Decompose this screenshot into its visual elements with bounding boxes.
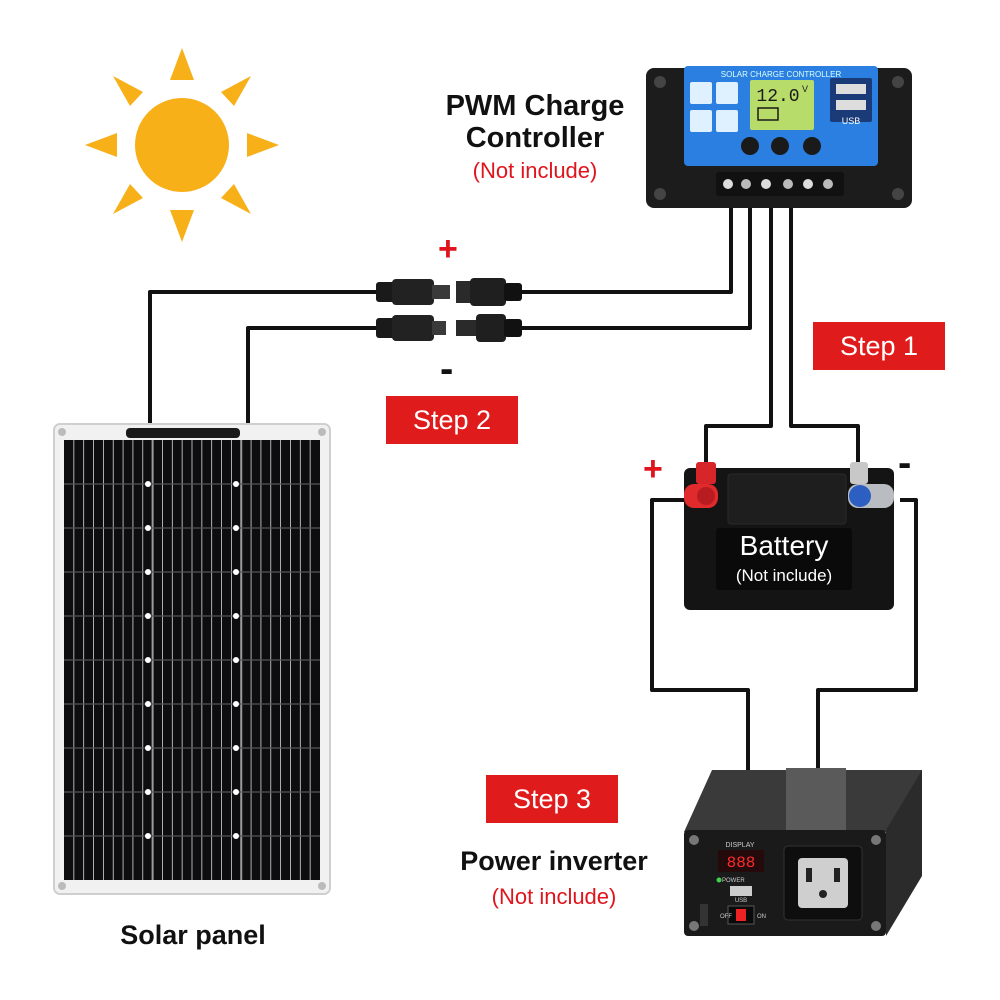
controller-terminals xyxy=(723,179,833,189)
controller-button-right xyxy=(803,137,821,155)
inverter-display-label: DISPLAY xyxy=(725,842,754,849)
battery-inverter-negative-wire xyxy=(816,498,918,770)
usb-port-icon xyxy=(836,100,866,110)
controller-battery-negative-wire xyxy=(789,205,860,468)
controller-button-middle xyxy=(771,137,789,155)
wires xyxy=(148,205,918,770)
terminal-screw xyxy=(723,179,733,189)
inverter-off-label: OFF xyxy=(720,914,732,920)
controller-note: (Not include) xyxy=(472,158,598,183)
timer-icon xyxy=(690,110,712,132)
inverter-usb-port-icon xyxy=(730,886,752,896)
inverter-on-label: ON xyxy=(757,914,766,920)
step1-badge: Step 1 xyxy=(813,322,945,370)
solar-panel-title: Solar panel xyxy=(120,920,266,950)
terminal-screw xyxy=(761,179,771,189)
usb-port-icon xyxy=(836,84,866,94)
solar-panel-image xyxy=(53,423,331,895)
controller-lcd-unit: V xyxy=(802,84,808,94)
mc4-connector-positive xyxy=(376,278,522,306)
controller-battery-positive-wire xyxy=(704,205,773,468)
terminal-screw xyxy=(741,179,751,189)
battery-negative-terminal xyxy=(848,462,894,508)
controller-header-text: SOLAR CHARGE CONTROLLER xyxy=(721,70,842,79)
pv-positive-sign: + xyxy=(438,230,458,268)
inverter-note: (Not include) xyxy=(491,884,617,909)
inverter-power-label: POWER xyxy=(722,878,745,884)
inverter-usb-label: USB xyxy=(735,898,747,904)
inverter-title: Power inverter xyxy=(460,846,648,876)
controller-pv-positive-wire xyxy=(520,205,733,294)
power-inverter-image: DISPLAY 888 POWER USB OFF ON xyxy=(684,768,922,936)
battery-note: (Not include) xyxy=(735,566,833,585)
battery-image xyxy=(684,462,894,610)
lock-icon xyxy=(716,110,738,132)
controller-lcd-value: 12.0 xyxy=(756,87,799,107)
controller-pv-negative-wire xyxy=(520,205,752,330)
battery-lcd-icon xyxy=(757,107,779,121)
charge-controller-image: SOLAR CHARGE CONTROLLER 12.0 V USB xyxy=(646,66,912,208)
controller-usb-label: USB xyxy=(842,116,861,126)
pv-negative-sign: - xyxy=(440,347,454,391)
panel-cell-grid xyxy=(64,440,320,880)
panel-positive-wire xyxy=(148,290,378,432)
mc4-connector-negative xyxy=(376,314,522,342)
step2-badge: Step 2 xyxy=(386,396,518,444)
panel-negative-wire xyxy=(246,326,378,432)
inverter-display-value: 888 xyxy=(727,854,756,872)
terminal-screw xyxy=(803,179,813,189)
settings-icon xyxy=(716,82,738,104)
battery-inverter-positive-wire xyxy=(650,498,750,770)
battery-positive-sign: + xyxy=(643,450,663,488)
terminal-screw xyxy=(823,179,833,189)
power-switch-icon xyxy=(736,909,746,921)
ac-outlet-icon xyxy=(798,858,848,908)
mcu-icon xyxy=(690,82,712,104)
sun-icon xyxy=(85,48,279,242)
controller-button-left xyxy=(741,137,759,155)
battery-negative-sign: - xyxy=(898,441,912,485)
battery-positive-terminal xyxy=(684,462,718,508)
power-led-icon xyxy=(716,877,722,883)
step3-badge: Step 3 xyxy=(486,775,618,823)
controller-title: PWM Charge Controller xyxy=(445,90,625,154)
battery-title: Battery xyxy=(739,530,829,561)
terminal-screw xyxy=(783,179,793,189)
